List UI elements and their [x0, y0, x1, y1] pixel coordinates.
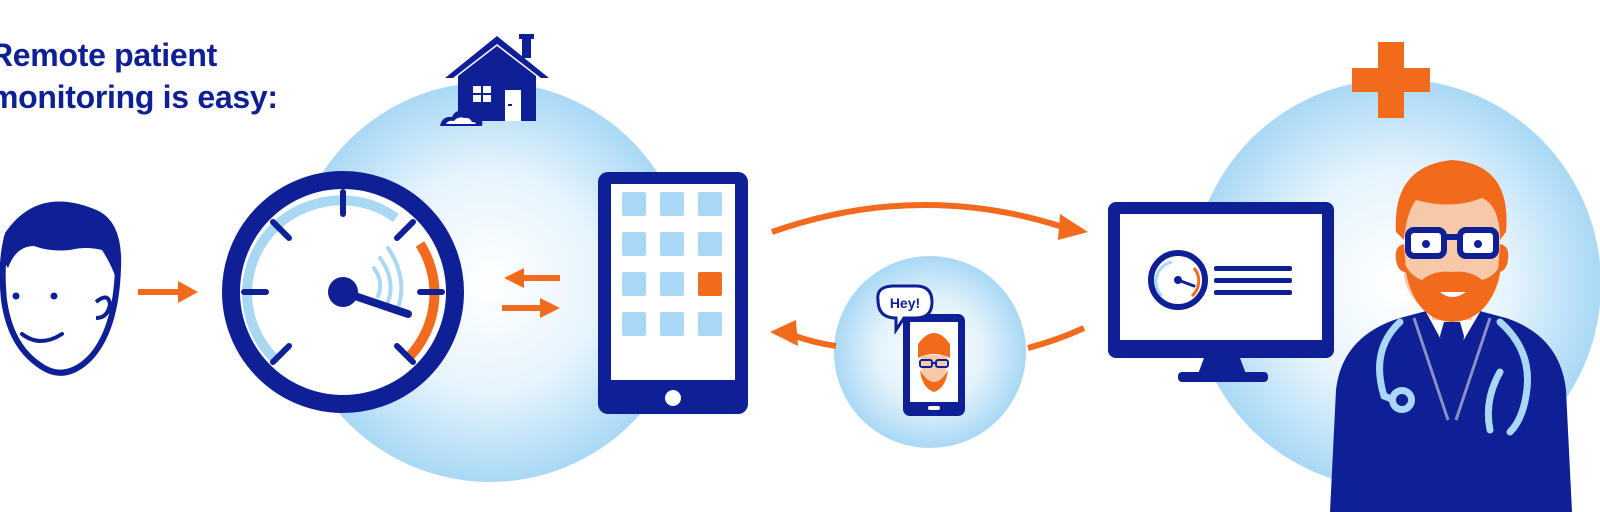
arrow-patient-to-gauge	[138, 281, 198, 303]
speech-bubble	[876, 284, 934, 335]
arrow-tablet-to-monitor	[771, 202, 1067, 235]
title-line-2: monitoring is easy:	[0, 79, 278, 115]
arrow-head-left	[770, 320, 798, 346]
arrow-head-right	[1058, 214, 1088, 240]
doctor-monitor-icon	[1108, 202, 1334, 382]
blood-pressure-gauge-icon	[222, 171, 464, 413]
video-call-phone-icon	[876, 284, 965, 416]
speech-bubble-text: Hey!	[890, 295, 920, 311]
sync-arrows-icon	[502, 268, 560, 318]
home-icon	[440, 34, 549, 126]
medical-cross-icon	[1352, 42, 1430, 118]
arrow-monitor-to-tablet	[1027, 325, 1086, 351]
title-line-1: Remote patient	[0, 37, 217, 73]
doctor-icon	[1330, 160, 1572, 512]
tablet-active-app	[698, 272, 722, 296]
page-title: Remote patient monitoring is easy:	[0, 34, 278, 118]
tablet-icon	[598, 172, 748, 414]
patient-face-icon	[0, 201, 122, 376]
